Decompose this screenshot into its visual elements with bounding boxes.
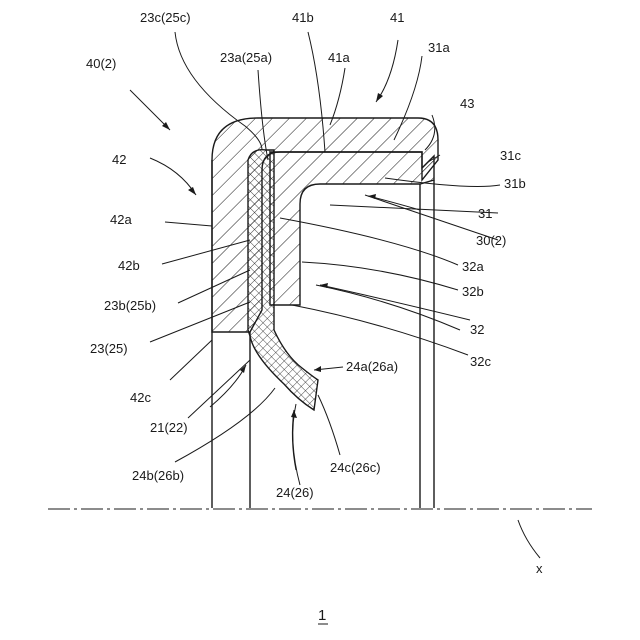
label-24c: 24c(26c) (330, 460, 381, 475)
label-31: 31 (478, 206, 492, 221)
label-32c: 32c (470, 354, 491, 369)
reference-labels: 23c(25c) 41b 41 23a(25a) 41a 31a 40(2) 4… (86, 10, 543, 576)
label-30: 30(2) (476, 233, 506, 248)
label-32a: 32a (462, 259, 484, 274)
label-42b: 42b (118, 258, 140, 273)
label-23a: 23a(25a) (220, 50, 272, 65)
label-41b: 41b (292, 10, 314, 25)
label-23c: 23c(25c) (140, 10, 191, 25)
label-31a: 31a (428, 40, 450, 55)
label-40: 40(2) (86, 56, 116, 71)
label-42a: 42a (110, 212, 132, 227)
label-31b: 31b (504, 176, 526, 191)
label-23b: 23b(25b) (104, 298, 156, 313)
label-32: 32 (470, 322, 484, 337)
label-23: 23(25) (90, 341, 128, 356)
label-24a: 24a(26a) (346, 359, 398, 374)
label-21: 21(22) (150, 420, 188, 435)
label-42c: 42c (130, 390, 151, 405)
label-24: 24(26) (276, 485, 314, 500)
label-31c: 31c (500, 148, 521, 163)
figure-number: 1 (318, 607, 326, 624)
label-x: x (536, 561, 543, 576)
label-24b: 24b(26b) (132, 468, 184, 483)
label-41: 41 (390, 10, 404, 25)
label-43: 43 (460, 96, 474, 111)
inner-ring-section (270, 152, 434, 305)
label-41a: 41a (328, 50, 350, 65)
label-32b: 32b (462, 284, 484, 299)
label-42: 42 (112, 152, 126, 167)
